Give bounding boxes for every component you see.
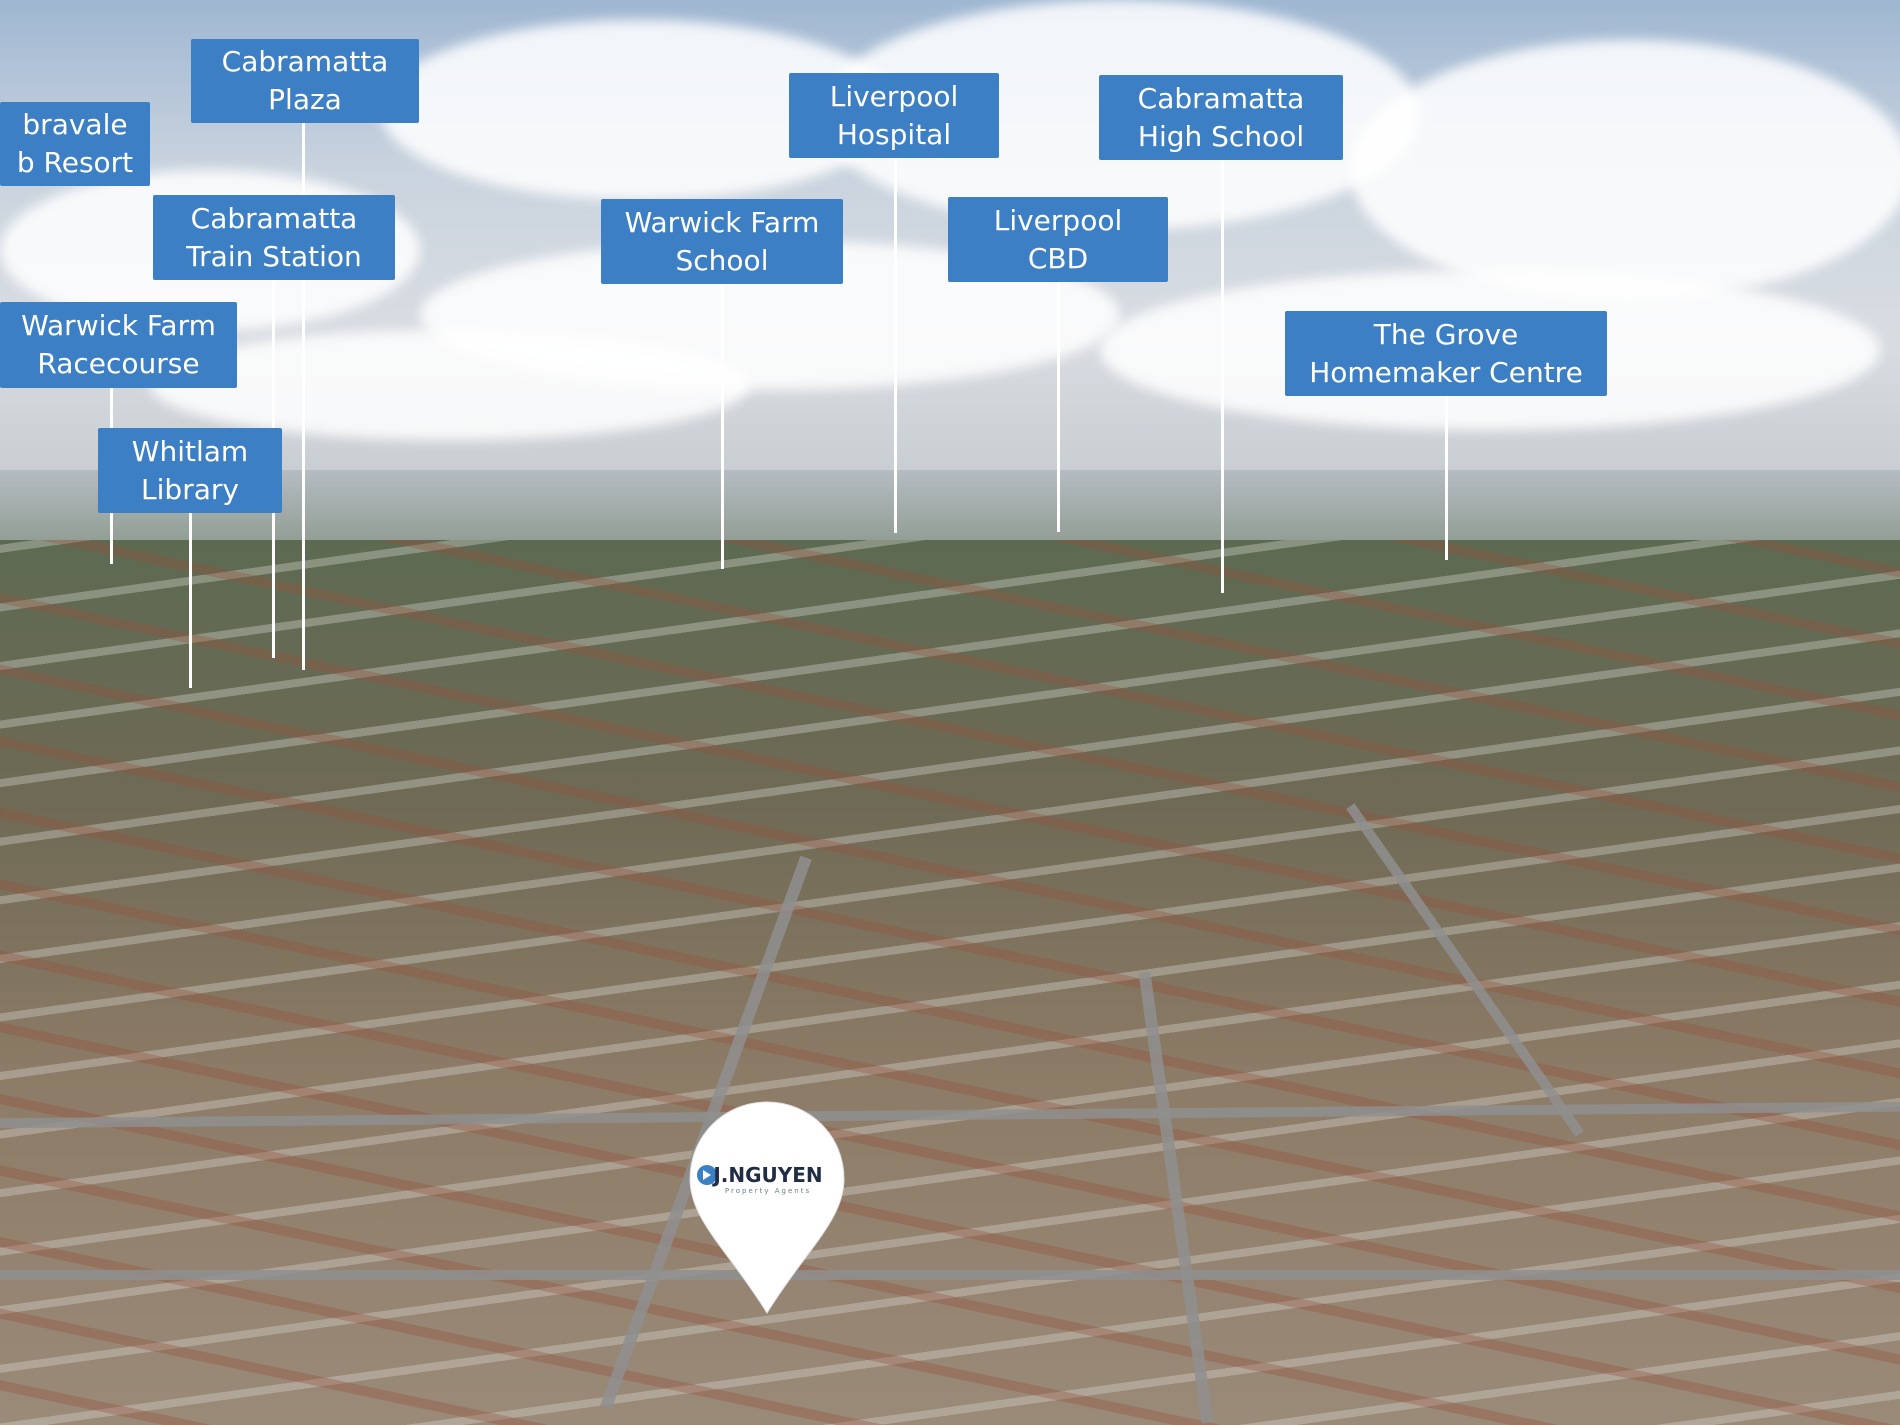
- pole-whitlam-library: [189, 512, 192, 688]
- pole-warwick-farm-school: [721, 283, 724, 569]
- pole-cabramatta-plaza: [302, 122, 305, 670]
- pole-liverpool-hospital: [894, 157, 897, 533]
- suburban-houses: [0, 540, 1900, 1425]
- brand-logo-icon: [697, 1165, 717, 1185]
- pin-subtitle: Property Agents: [724, 1187, 812, 1195]
- pin-brand: J.NGUYEN: [713, 1163, 823, 1187]
- pole-cabramatta-high-school: [1221, 159, 1224, 593]
- pole-the-grove: [1445, 395, 1448, 560]
- pole-liverpool-cbd: [1057, 281, 1060, 532]
- location-pin-icon: [689, 1101, 845, 1314]
- horizon: [0, 470, 1900, 550]
